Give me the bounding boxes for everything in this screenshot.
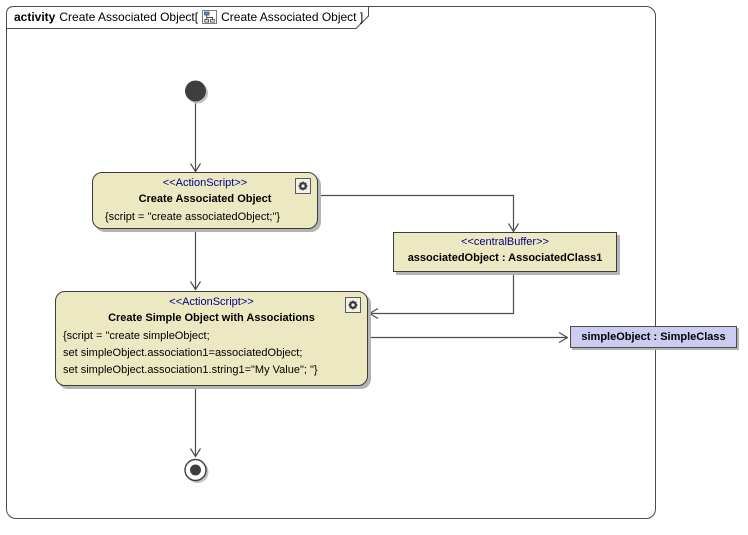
edge-action2-to-objectnode[interactable] [368, 331, 569, 344]
frame-title: activity Create Associated Object[ Creat… [14, 9, 363, 25]
final-node[interactable] [184, 458, 209, 484]
object-node-name: simpleObject : SimpleClass [581, 331, 726, 343]
frame-keyword: activity [14, 10, 56, 24]
buffer-stereotype: <<centralBuffer>> [461, 236, 549, 248]
buffer-name: associatedObject : AssociatedClass1 [407, 252, 603, 264]
initial-node[interactable] [185, 80, 206, 102]
edge-action1-to-action2[interactable] [189, 230, 202, 291]
action2-name: Create Simple Object with Associations [108, 312, 315, 324]
action2-stereotype: <<ActionScript>> [169, 296, 254, 308]
frame-activity-name: Create Associated Object[ [59, 10, 199, 24]
action1-name: Create Associated Object [138, 193, 272, 205]
action2-script-line-2: set simpleObject.association1=associated… [63, 347, 303, 359]
gear-icon [345, 297, 361, 313]
action2-script-line-1: {script = "create simpleObject; [63, 330, 210, 342]
action1-stereotype: <<ActionScript>> [162, 177, 248, 189]
action-create-simple-object[interactable]: <<ActionScript>> Create Simple Object wi… [55, 291, 368, 386]
edge-action1-to-buffer[interactable] [318, 194, 520, 233]
action-create-associated-object[interactable]: <<ActionScript>> Create Associated Objec… [92, 172, 318, 229]
activity-diagram-icon [202, 10, 218, 24]
gear-icon [295, 178, 311, 194]
edge-action2-to-final[interactable] [189, 386, 202, 458]
edge-initial-to-action1[interactable] [189, 102, 202, 173]
object-node-simpleobject[interactable]: simpleObject : SimpleClass [570, 326, 737, 348]
edge-buffer-to-action2[interactable] [368, 272, 515, 320]
action2-script: {script = "create simpleObject; set simp… [56, 326, 367, 379]
frame-diagram-name: Create Associated Object ] [221, 10, 364, 24]
frame-title-tab [6, 6, 369, 29]
action2-script-line-3: set simpleObject.association1.string1="M… [63, 364, 318, 376]
central-buffer-node[interactable]: <<centralBuffer>> associatedObject : Ass… [393, 232, 617, 272]
action1-script-line: {script = "create associatedObject;"} [105, 211, 281, 223]
